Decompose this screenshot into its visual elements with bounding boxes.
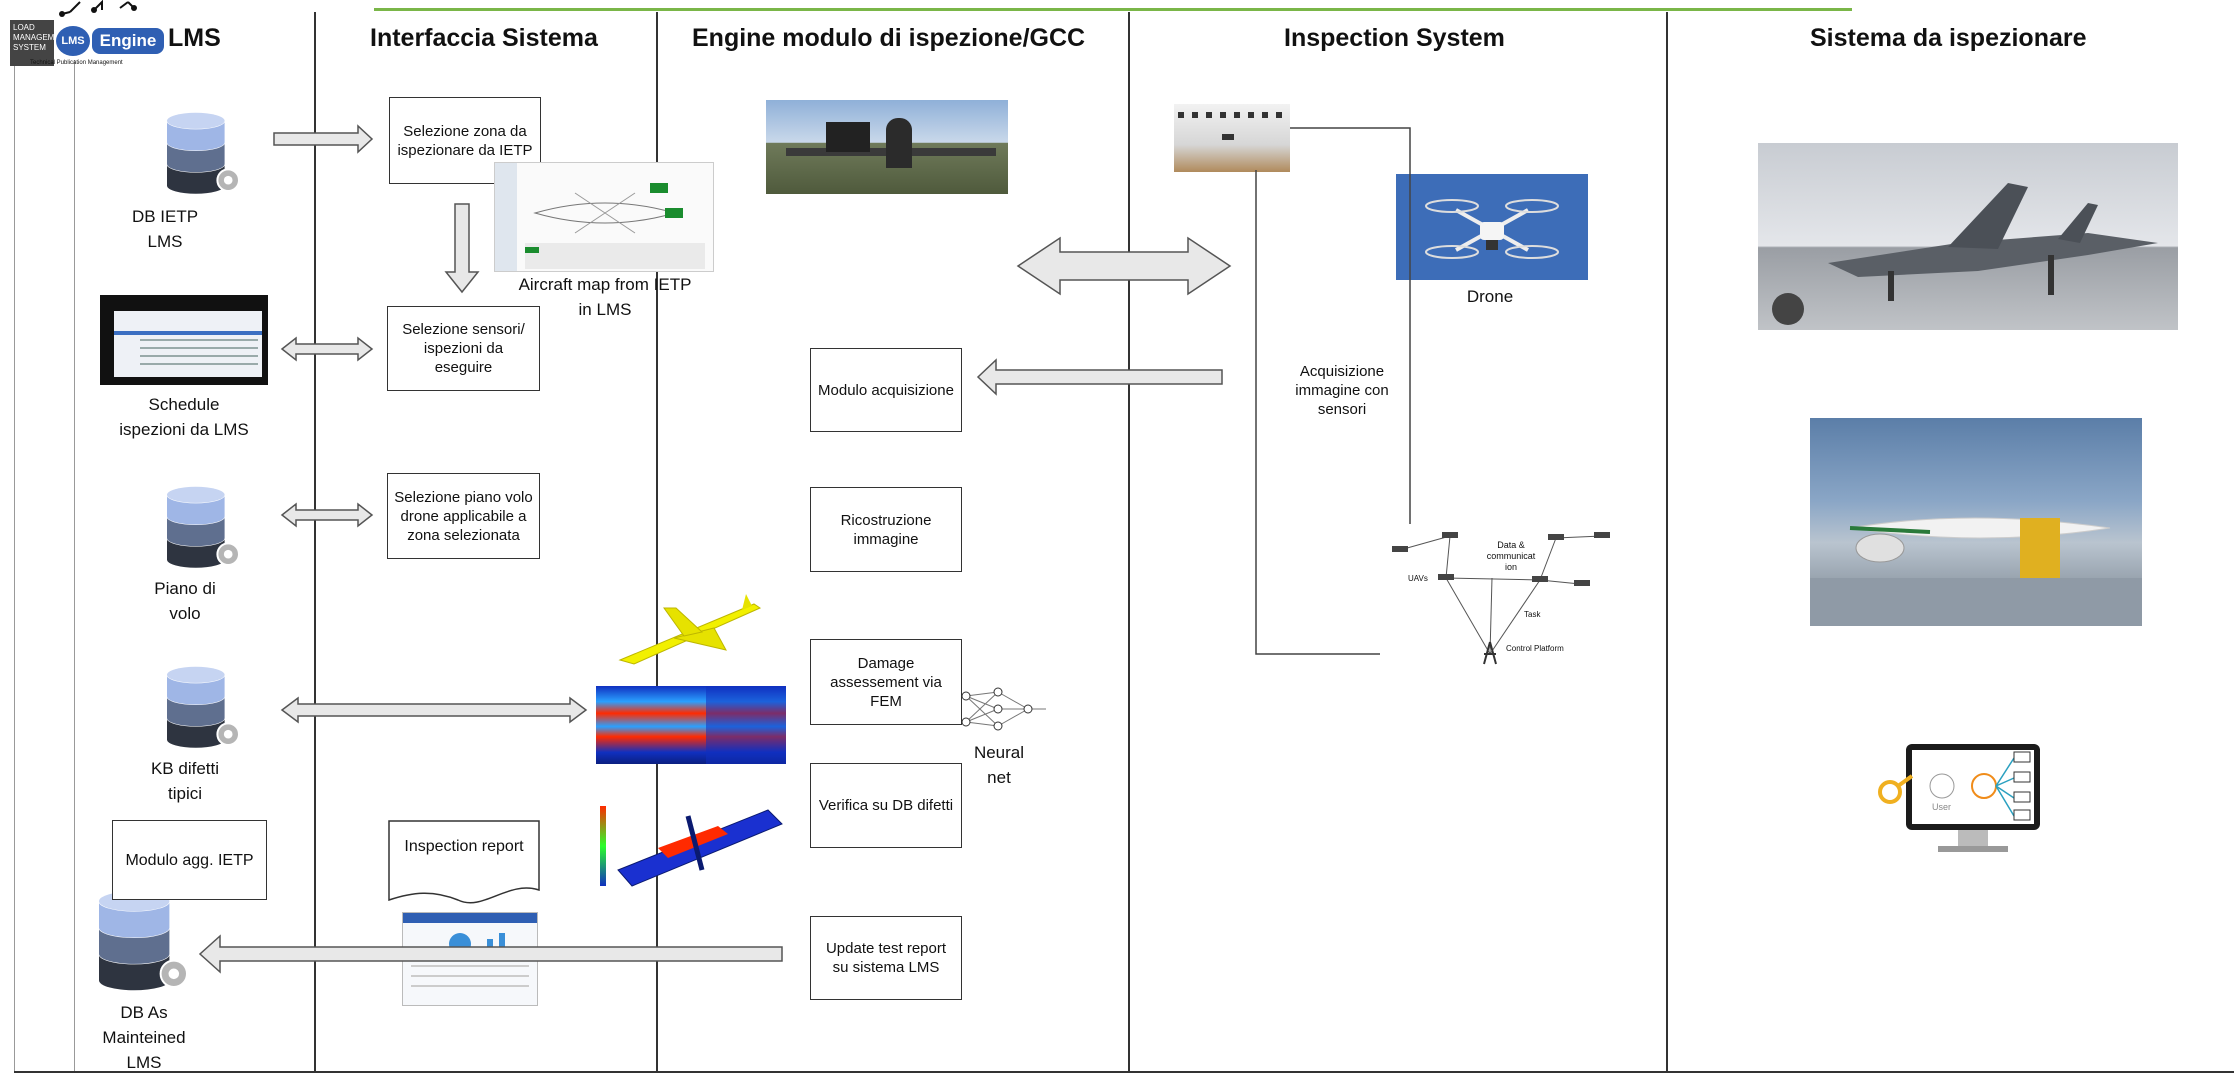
net-platform-label: Control Platform (1506, 644, 1564, 653)
header-interfaccia: Interfaccia Sistema (370, 24, 598, 52)
update-report-box: Update test report su sistema LMS (810, 916, 962, 1000)
neural-net-diagram (958, 684, 1048, 734)
drone-photo (1396, 174, 1588, 280)
db-as-maintained-icon (88, 888, 198, 998)
aircraft-map-label: Aircraft map from IETP in LMS (518, 275, 692, 319)
logo-line1: LOAD (13, 23, 35, 32)
acquisizione-sensori-label: Acquisizione immagine con sensori (1295, 363, 1389, 418)
db-ietp-icon (158, 110, 248, 200)
verifica-db-box: Verifica su DB difetti (810, 763, 962, 848)
arrow-update-to-db-as (198, 934, 783, 974)
login-user-label: User (1932, 802, 1952, 812)
schedule-screenshot (100, 295, 268, 385)
arrow-engine-inspection-bidirectional (1016, 236, 1232, 296)
arrow-db-ietp-to-sel-zona (273, 124, 374, 154)
separator-inspection-sistema (1666, 12, 1668, 1073)
db-as-maintained-label: DB As Mainteined LMS (102, 1003, 186, 1072)
arrow-kb-fem-bidirectional (280, 696, 588, 724)
damage-fem-box: Damage assessement via FEM (810, 639, 962, 725)
inspection-connector-lines (1255, 127, 1411, 655)
modulo-agg-ietp-box: Modulo agg. IETP (112, 820, 267, 900)
arrow-piano-bidirectional (280, 502, 374, 528)
inspection-report-doc: Inspection report (388, 820, 540, 905)
sel-piano-box: Selezione piano volo drone applicabile a… (387, 473, 540, 559)
db-ietp-label: DB IETP LMS (131, 207, 199, 251)
aircraft-3d-model (614, 588, 764, 666)
piano-label: Piano di volo (154, 579, 216, 623)
lms-logo: LOAD MANAGEMENT SYSTEM LMS Engine Techni… (10, 0, 164, 72)
fem-heatmap (596, 686, 786, 764)
logo-subtitle: Technical Publication Management (30, 60, 123, 66)
sel-sensori-box: Selezione sensori/ ispezioni da eseguire (387, 306, 540, 391)
separator-engine-inspection (1128, 12, 1130, 1073)
logo-badge: LMS (56, 26, 90, 56)
net-uavs-label: UAVs (1408, 574, 1428, 583)
inspection-report-label: Inspection report (404, 838, 524, 855)
fem-plate (598, 800, 786, 892)
arrow-schedule-bidirectional (280, 336, 374, 362)
logo-circuit-icon (59, 0, 137, 17)
db-piano-icon (158, 484, 248, 574)
aircraft-map-screenshot (494, 162, 714, 272)
ricostruzione-box: Ricostruzione immagine (810, 487, 962, 572)
arrow-inspection-to-acquisizione (976, 358, 1223, 396)
net-task-label: Task (1524, 610, 1541, 619)
header-engine: Engine modulo di ispezione/GCC (692, 24, 1086, 52)
neural-net-label: Neural net (973, 743, 1025, 787)
logo-line3: SYSTEM (13, 43, 46, 52)
logo-engine: Engine (92, 28, 164, 54)
operator-photo (766, 100, 1008, 194)
header-lms: LMS (168, 24, 221, 52)
net-data-label: Data & communicat ion (1486, 540, 1536, 572)
bottom-border (14, 1071, 2234, 1073)
header-inspection: Inspection System (1284, 24, 1505, 52)
sel-zona-box: Selezione zona da ispezionare da IETP (389, 97, 541, 184)
login-monitor: User (1872, 742, 2068, 862)
airliner-photo (1810, 418, 2142, 626)
uav-network-diagram: Data & communicat ion UAVs Task Control … (1380, 524, 1630, 674)
drone-label: Drone (1466, 287, 1514, 306)
modulo-acquisizione-box: Modulo acquisizione (810, 348, 962, 432)
schedule-label: Schedule ispezioni da LMS (119, 395, 249, 439)
db-kb-icon (158, 664, 248, 754)
kb-label: KB difetti tipici (150, 759, 220, 803)
logo-line2: MANAGEMENT (13, 33, 71, 42)
separator-lms-interfaccia (314, 12, 316, 1073)
separator-left-edge (14, 60, 15, 1073)
fighter-jet-photo (1758, 143, 2178, 330)
separator-lms-inner (74, 60, 75, 1073)
separator-interfaccia-engine (656, 12, 658, 1073)
arrow-sel-zona-down (444, 203, 480, 294)
drone-swarm-photo (1174, 104, 1290, 172)
header-sistema: Sistema da ispezionare (1810, 24, 2087, 52)
top-accent-line (374, 8, 1852, 11)
